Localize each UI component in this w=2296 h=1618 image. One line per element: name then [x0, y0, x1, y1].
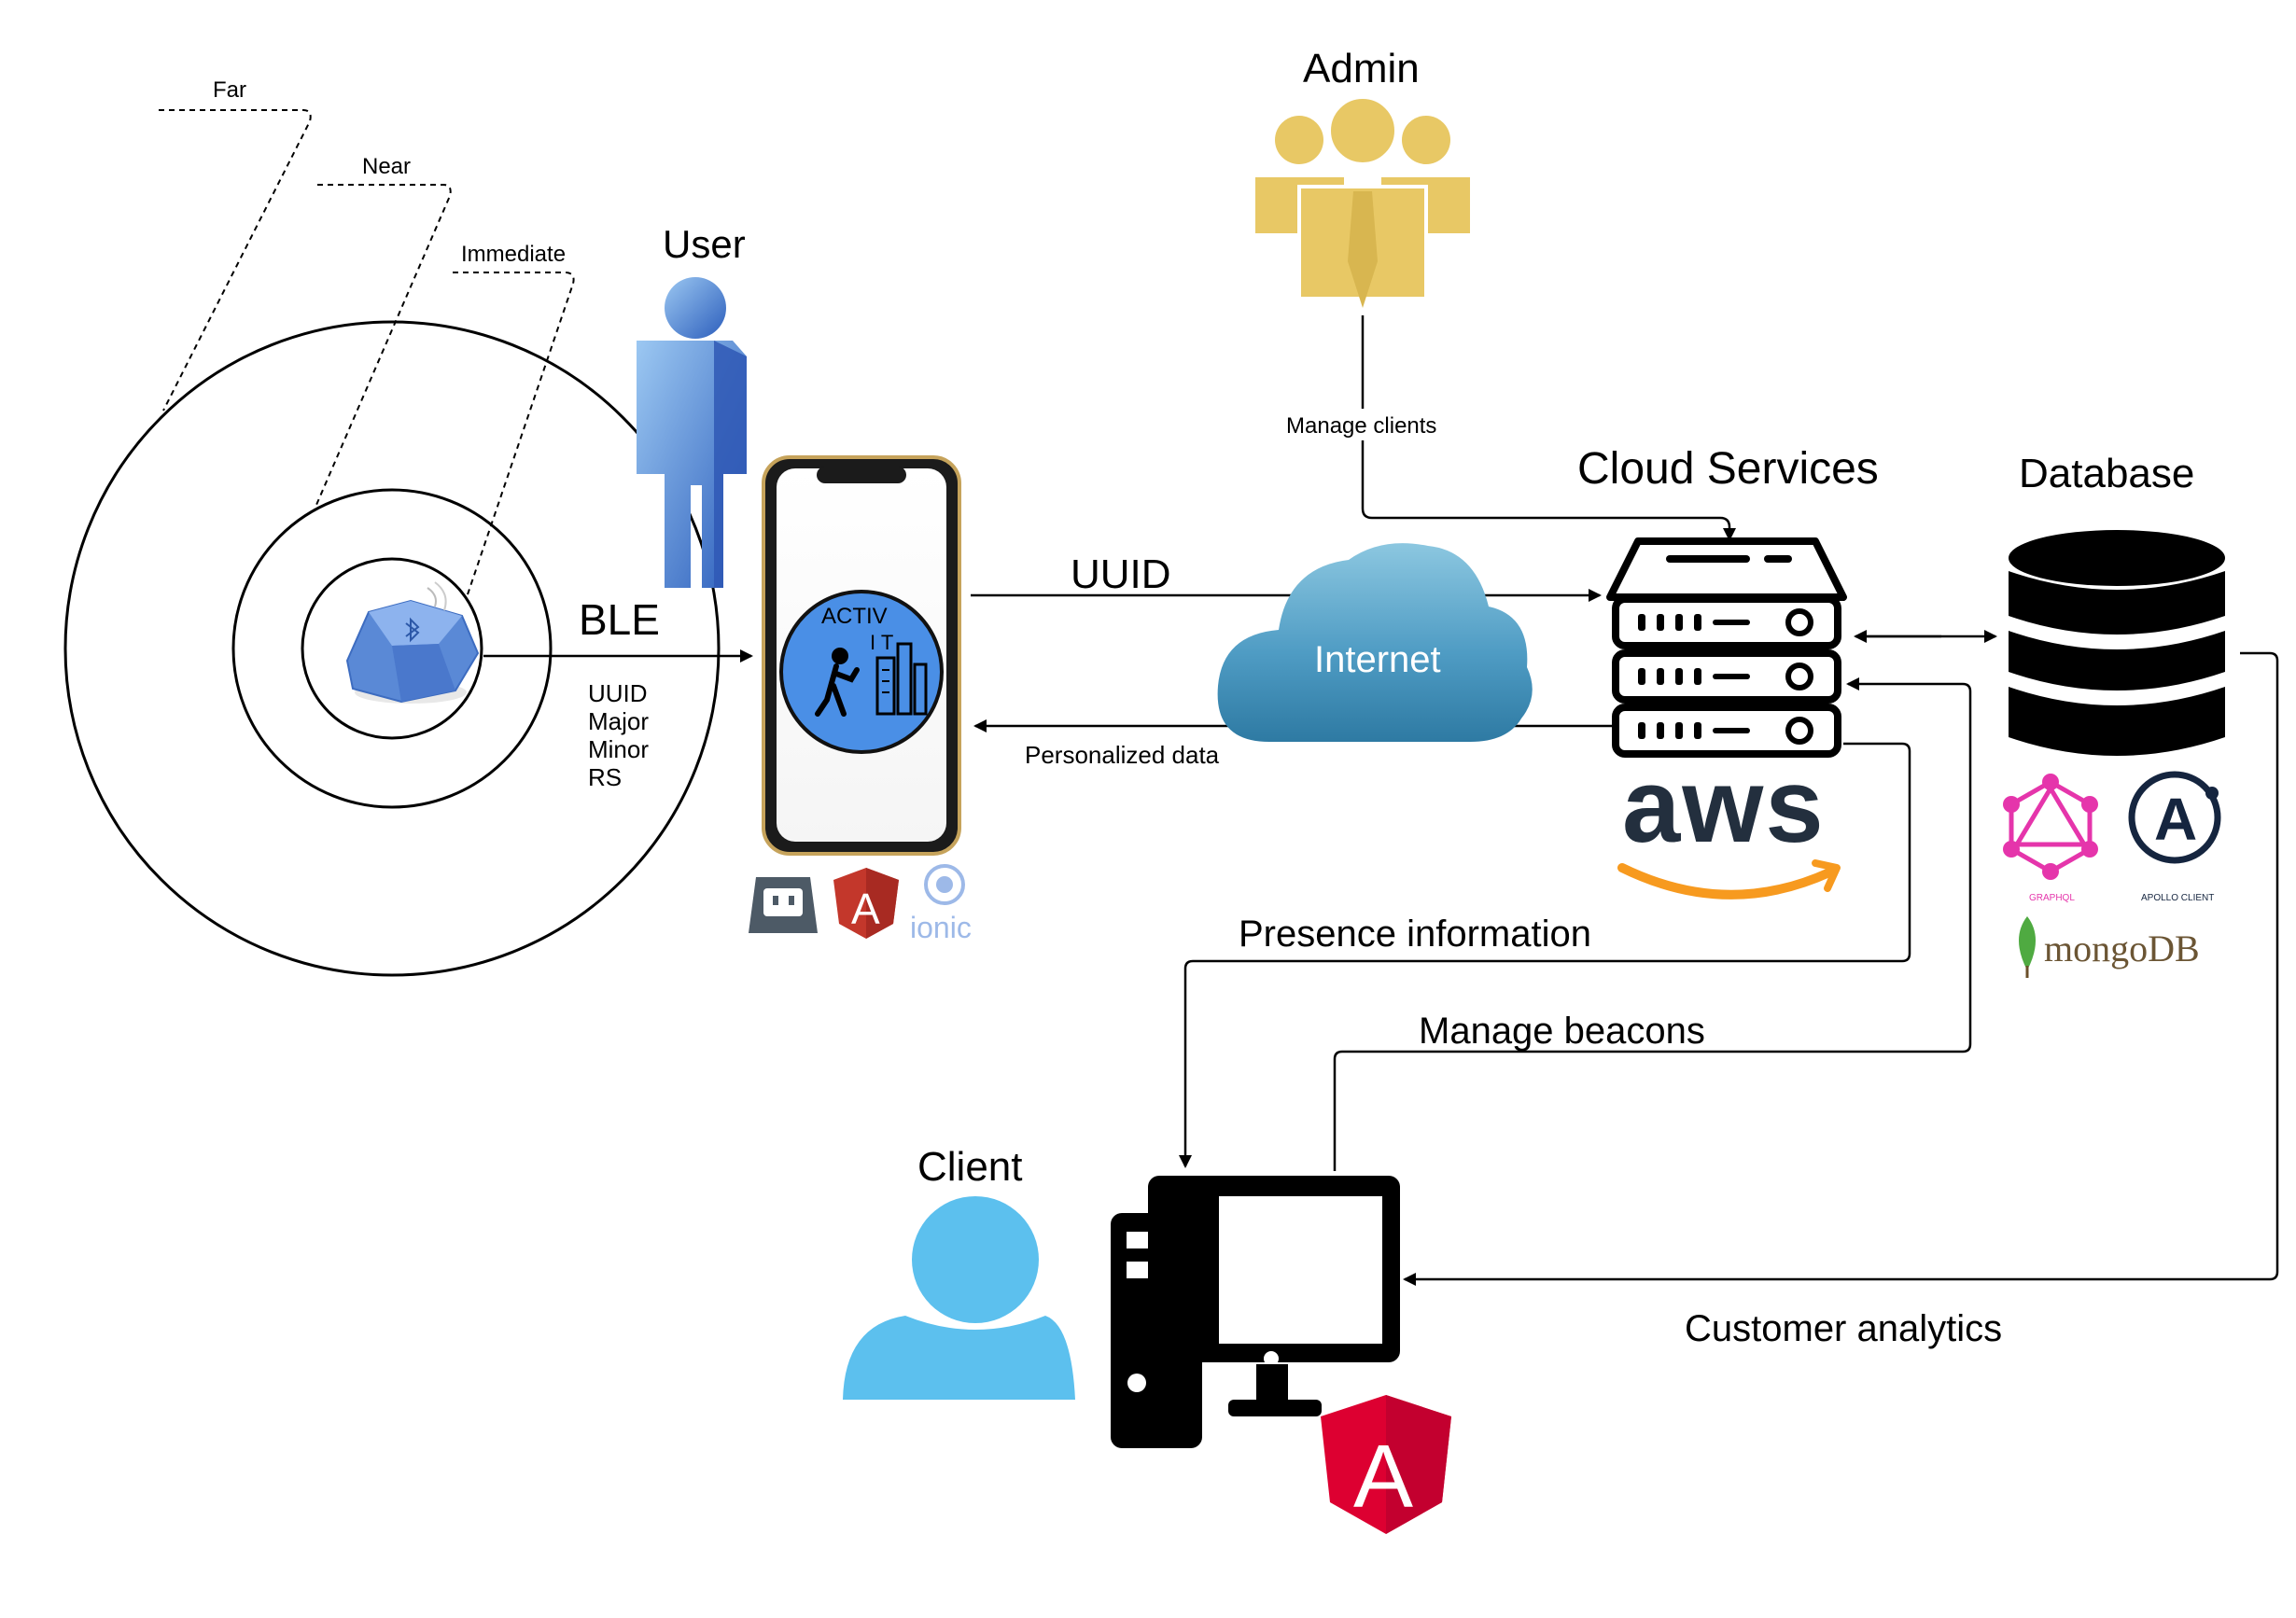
ble-field: UUID	[588, 679, 648, 707]
internet-label: Internet	[1314, 639, 1441, 680]
graphql-logo-icon: GRAPHQL	[2003, 774, 2098, 903]
user-label: User	[663, 222, 746, 266]
apollo-label: APOLLO CLIENT	[2141, 893, 2214, 903]
angular-small-letter: A	[851, 885, 880, 933]
ionic-logo-icon: ionic	[910, 864, 972, 944]
near-label: Near	[362, 154, 411, 179]
range-rings: Far Near Immediate	[63, 77, 721, 977]
far-leader	[159, 109, 312, 411]
manage-clients-label: Manage clients	[1286, 413, 1436, 439]
user-figure-icon	[637, 277, 747, 588]
angular-letter: A	[1353, 1427, 1413, 1527]
angular-logo-small-icon: A	[833, 868, 899, 939]
app-logo-text-1: ACTIV	[821, 604, 888, 629]
ble-field: Major	[588, 707, 649, 735]
far-ring	[63, 320, 721, 977]
smartphone-icon: ACTIV I T	[762, 455, 961, 856]
manage-beacons-label: Manage beacons	[1419, 1011, 1705, 1052]
manage-beacons-arrow	[1333, 677, 1972, 1171]
app-logo-text-2: I T	[870, 631, 893, 654]
admin-group-icon	[1255, 95, 1470, 308]
presence-information-arrow	[1179, 742, 1911, 1168]
customer-analytics-label: Customer analytics	[1685, 1308, 2002, 1349]
ble-label: BLE	[579, 595, 660, 644]
ble-fields: UUID Major Minor RS	[588, 679, 649, 791]
presence-information-label: Presence information	[1239, 914, 1591, 955]
server-stack-icon	[1606, 537, 1847, 758]
cordova-logo-icon	[749, 877, 818, 933]
angular-logo-icon: A	[1321, 1395, 1451, 1534]
client-person-icon	[843, 1196, 1075, 1400]
uuid-label: UUID	[1071, 551, 1171, 597]
manage-clients-arrow	[1361, 315, 1736, 541]
ble-field: RS	[588, 763, 622, 791]
admin-label: Admin	[1303, 46, 1420, 91]
internet-cloud-icon: Internet	[1217, 543, 1533, 742]
immediate-label: Immediate	[461, 242, 566, 267]
cloud-services-label: Cloud Services	[1577, 444, 1879, 494]
graphql-label: GRAPHQL	[2029, 893, 2075, 903]
immediate-ring	[301, 557, 483, 740]
customer-analytics-arrow	[1403, 651, 2279, 1286]
desktop-computer-icon	[1111, 1176, 1400, 1448]
far-label: Far	[213, 77, 246, 103]
apollo-logo-icon: A APOLLO CLIENT	[2128, 771, 2221, 903]
database-cylinder-icon	[2009, 530, 2225, 756]
ble-field: Minor	[588, 735, 649, 763]
mongodb-label: mongoDB	[2044, 928, 2200, 969]
apollo-letter: A	[2154, 786, 2197, 853]
immediate-leader	[453, 272, 575, 598]
near-ring	[231, 488, 553, 809]
mongodb-logo-icon: mongoDB	[2019, 916, 2200, 978]
database-label: Database	[2019, 451, 2194, 496]
near-leader	[313, 184, 452, 512]
aws-wordmark: aws	[1622, 747, 1826, 864]
aws-logo-icon: aws	[1617, 747, 1841, 900]
ionic-label: ionic	[910, 911, 972, 944]
client-label: Client	[917, 1144, 1023, 1190]
personalized-data-label: Personalized data	[1025, 741, 1220, 769]
ble-beacon-icon	[345, 581, 480, 704]
